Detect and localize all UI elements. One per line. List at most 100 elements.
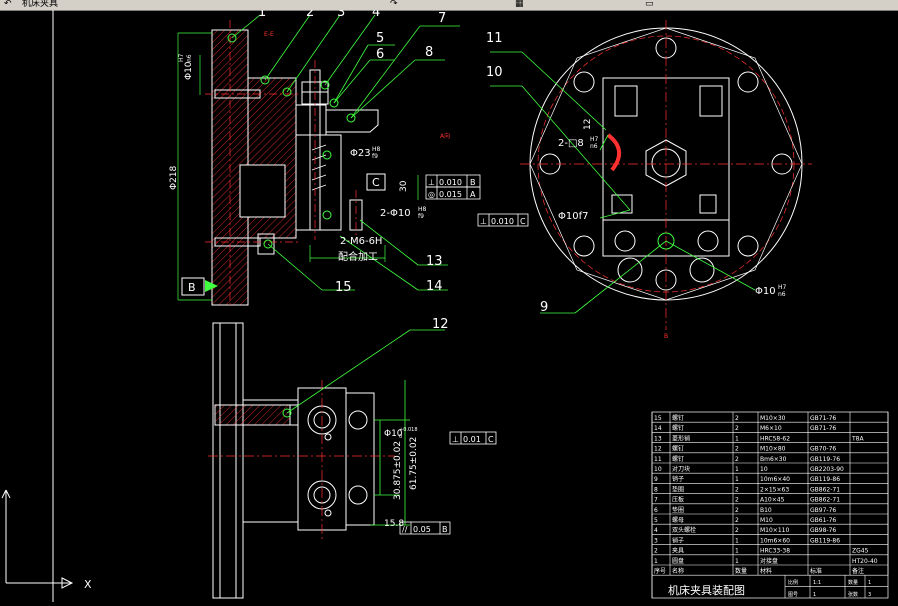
tol-conc: 0.015 <box>439 190 462 199</box>
balloon-6: 6 <box>376 47 384 62</box>
bom-header-cell: 数量 <box>735 567 747 575</box>
dim-d10-low: Φ10 <box>755 286 776 297</box>
bom-cell: 1 <box>654 558 658 565</box>
tol-bottom-ref: C <box>520 217 526 226</box>
balloon-11: 11 <box>486 31 503 46</box>
bom-cell: M10×80 <box>760 446 786 453</box>
bom-cell: 14 <box>654 425 662 432</box>
title-cell: 1:1 <box>813 580 821 586</box>
bom-cell: 10m6×40 <box>760 476 790 483</box>
bom-cell: GB862-71 <box>810 497 840 504</box>
dim-d23-f: f9 <box>372 153 378 160</box>
ucs-x-label: X <box>84 578 92 591</box>
tol-conc-symbol: ◎ <box>428 190 435 199</box>
dim-d10-mid: 2-Φ10 <box>380 208 411 219</box>
balloon-14: 14 <box>426 279 443 294</box>
bom-cell: 10 <box>654 466 662 473</box>
balloon-8: 8 <box>425 45 433 60</box>
bom-cell: 对刀块 <box>672 465 690 473</box>
dim-square-n: n6 <box>590 143 598 150</box>
bom-cell: 销子 <box>672 536 684 544</box>
bom-cell: 螺钉 <box>672 445 684 453</box>
tol-perp2: 0.01 <box>463 435 481 444</box>
dim-12: 12 <box>583 119 593 130</box>
balloon-9: 9 <box>540 300 548 315</box>
drawing-title: 机床夹具装配图 <box>668 583 745 597</box>
bom-cell: 8 <box>654 486 658 493</box>
bom-cell: 2 <box>735 527 739 534</box>
bom-cell: M10×30 <box>760 415 786 422</box>
bom-cell: 2×15×63 <box>760 486 789 493</box>
dim-d10-bottom-sub: 0 <box>399 434 402 440</box>
bom-cell: A10×45 <box>760 497 785 504</box>
dim-6175: 61.75±0.02 <box>409 437 419 490</box>
bom-cell: 10 <box>760 466 768 473</box>
bom-cell: GB71-76 <box>810 415 836 422</box>
bom-header-cell: 标准 <box>810 567 822 575</box>
bom-cell: 螺钉 <box>672 455 684 463</box>
bom-cell: 2 <box>735 446 739 453</box>
dim-d10-top: Φ10 <box>184 61 194 80</box>
bom-cell: GB119-86 <box>810 476 840 483</box>
bom-cell: HRC33-38 <box>760 548 790 555</box>
bom-header-cell: 序号 <box>654 567 666 575</box>
title-cell: 3 <box>868 592 871 598</box>
bom-cell: GB70-76 <box>810 446 836 453</box>
dim-30875: 30.875±0.02 <box>393 441 403 500</box>
title-cell: 比例 <box>788 579 798 586</box>
bom-cell: 2 <box>735 517 739 524</box>
cut-label-b: B <box>664 333 668 340</box>
bom-cell: T8A <box>851 435 864 442</box>
bom-cell: 7 <box>654 497 658 504</box>
bottom-side-view <box>208 322 445 599</box>
bom-grid <box>651 412 889 598</box>
bom-cell: 销子 <box>672 475 684 483</box>
tol-perp-ref: B <box>470 178 476 187</box>
file-tab[interactable]: 机床夹具 <box>22 0 59 9</box>
tol-perp-symbol: ⊥ <box>428 178 435 187</box>
dim-square-h: H7 <box>590 136 599 143</box>
bom-cell: GB119-76 <box>810 456 840 463</box>
bom-cell: 垫圈 <box>672 506 684 514</box>
redo-icon[interactable]: ↷ <box>390 0 398 9</box>
bom-cell: 1 <box>735 466 739 473</box>
front-section-view <box>177 14 460 308</box>
tol-par-ref: B <box>442 525 448 534</box>
bom-cell: GB2203-90 <box>810 466 844 473</box>
undo-icon[interactable]: ↶ <box>4 0 12 9</box>
cad-toolbar: ↶ 机床夹具 ↷ ▦ ▭ <box>0 0 898 11</box>
circular-end-view <box>490 20 812 330</box>
dim-d218: Φ218 <box>169 165 179 190</box>
balloon-10: 10 <box>486 65 503 80</box>
bom-header-cell: 名称 <box>672 567 684 575</box>
datum-b-box <box>181 277 205 296</box>
bom-cell: 2 <box>735 507 739 514</box>
grid-icon[interactable]: ▦ <box>515 0 524 9</box>
bom-cell: ZG45 <box>852 548 869 555</box>
bom-cell: 2 <box>654 548 658 555</box>
bom-cell: GB119-86 <box>810 537 840 544</box>
title-cell: 1 <box>813 592 816 598</box>
bom-cell: 双头螺栓 <box>672 526 696 534</box>
bom-cell: 夹具 <box>672 547 684 555</box>
datum-c: C <box>372 176 380 189</box>
bom-cell: 10m6×60 <box>760 537 790 544</box>
bom-cell: 1 <box>735 558 739 565</box>
bom-cell: GB862-71 <box>810 486 840 493</box>
dim-d10-top-n: n6 <box>186 54 193 62</box>
balloon-3: 3 <box>337 10 345 20</box>
dim-d23: Φ23 <box>350 148 371 159</box>
window-icon[interactable]: ▭ <box>645 0 654 9</box>
bom-cell: 2 <box>735 425 739 432</box>
bom-header-cell: 材料 <box>760 567 772 575</box>
bom-cell: 1 <box>735 476 739 483</box>
title-cell: 张数 <box>848 591 858 598</box>
bom-cell: 6 <box>654 507 658 514</box>
balloon-12: 12 <box>432 317 449 332</box>
bom-cell: 对接盘 <box>760 557 778 565</box>
balloon-13: 13 <box>426 254 443 269</box>
bom-cell: 1 <box>735 537 739 544</box>
bom-cell: 13 <box>654 435 662 442</box>
